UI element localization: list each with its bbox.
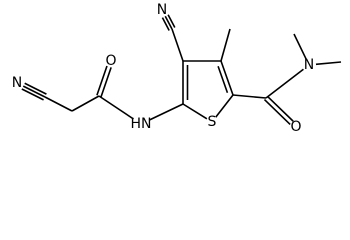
atom-label-n_amide_left: HN: [131, 116, 152, 132]
atom-label-n_nitrile_left: N: [12, 75, 22, 91]
bond-c5_ring-s1_ring: [182, 103, 208, 120]
bond-line: [148, 103, 184, 121]
bond-c_amide_right-o_amide_right: [263, 95, 294, 125]
bond-line: [171, 28, 184, 62]
bond-line: [164, 15, 173, 30]
bond-line: [215, 94, 234, 118]
bond-c_nitrile_top-n_nitrile_top: [161, 14, 176, 31]
bond-c_amide_right-n_amide_right: [265, 68, 304, 99]
bond-c2_ring-c3_ring: [217, 60, 234, 96]
atom-label-s1_ring: S: [208, 114, 217, 130]
bond-line: [266, 95, 294, 122]
atom-label-o_amide_right: O: [290, 119, 301, 135]
atom-label-o_amide_left: O: [105, 53, 116, 69]
bond-line-inner: [217, 66, 229, 93]
atom-label-n_nitrile_top: N: [157, 2, 167, 18]
bond-n_amide_left-c5_ring: [148, 103, 184, 121]
bond-c4_ring-c_nitrile_top: [171, 28, 184, 62]
bond-c3_ring-c_methyl_ring: [220, 28, 231, 62]
bond-line: [22, 85, 46, 98]
bond-c_nitrile_left-c_methylene: [44, 96, 73, 112]
bond-n_amide_right-c_nme_a: [293, 33, 307, 60]
bond-line: [100, 67, 112, 97]
bond-line: [96, 65, 108, 96]
bond-line: [220, 60, 234, 96]
bond-line: [98, 95, 134, 120]
bond-line: [293, 33, 307, 60]
atom-labels-layer: N O HN S N O N: [12, 2, 314, 135]
bond-line: [21, 88, 44, 101]
bond-c_amide_left-n_amide_left: [98, 95, 134, 120]
bond-line: [265, 68, 304, 99]
bond-line: [44, 96, 73, 112]
bond-line: [315, 61, 342, 66]
bond-line: [220, 28, 231, 62]
bond-c_methylene-c_amide_left: [71, 95, 100, 112]
bond-line: [232, 94, 267, 99]
bond-c4_ring-c5_ring: [182, 61, 189, 104]
bond-n_nitrile_left-c_nitrile_left: [21, 82, 47, 101]
bond-s1_ring-c2_ring: [215, 94, 234, 118]
bonds-layer: [21, 14, 342, 125]
bond-line: [161, 17, 170, 31]
bond-line: [71, 95, 100, 112]
bond-n_amide_right-c_nme_b: [315, 61, 342, 66]
bond-c_amide_left-o_amide_left: [96, 65, 112, 97]
bond-line: [182, 103, 208, 120]
atom-label-n_amide_right: N: [304, 57, 314, 73]
bond-line: [263, 99, 291, 125]
bond-c2_ring-c_amide_right: [232, 94, 267, 99]
bond-line: [167, 14, 176, 28]
bond-line: [24, 82, 47, 95]
molecule-structure-diagram: N O HN S N O N: [12, 2, 342, 135]
